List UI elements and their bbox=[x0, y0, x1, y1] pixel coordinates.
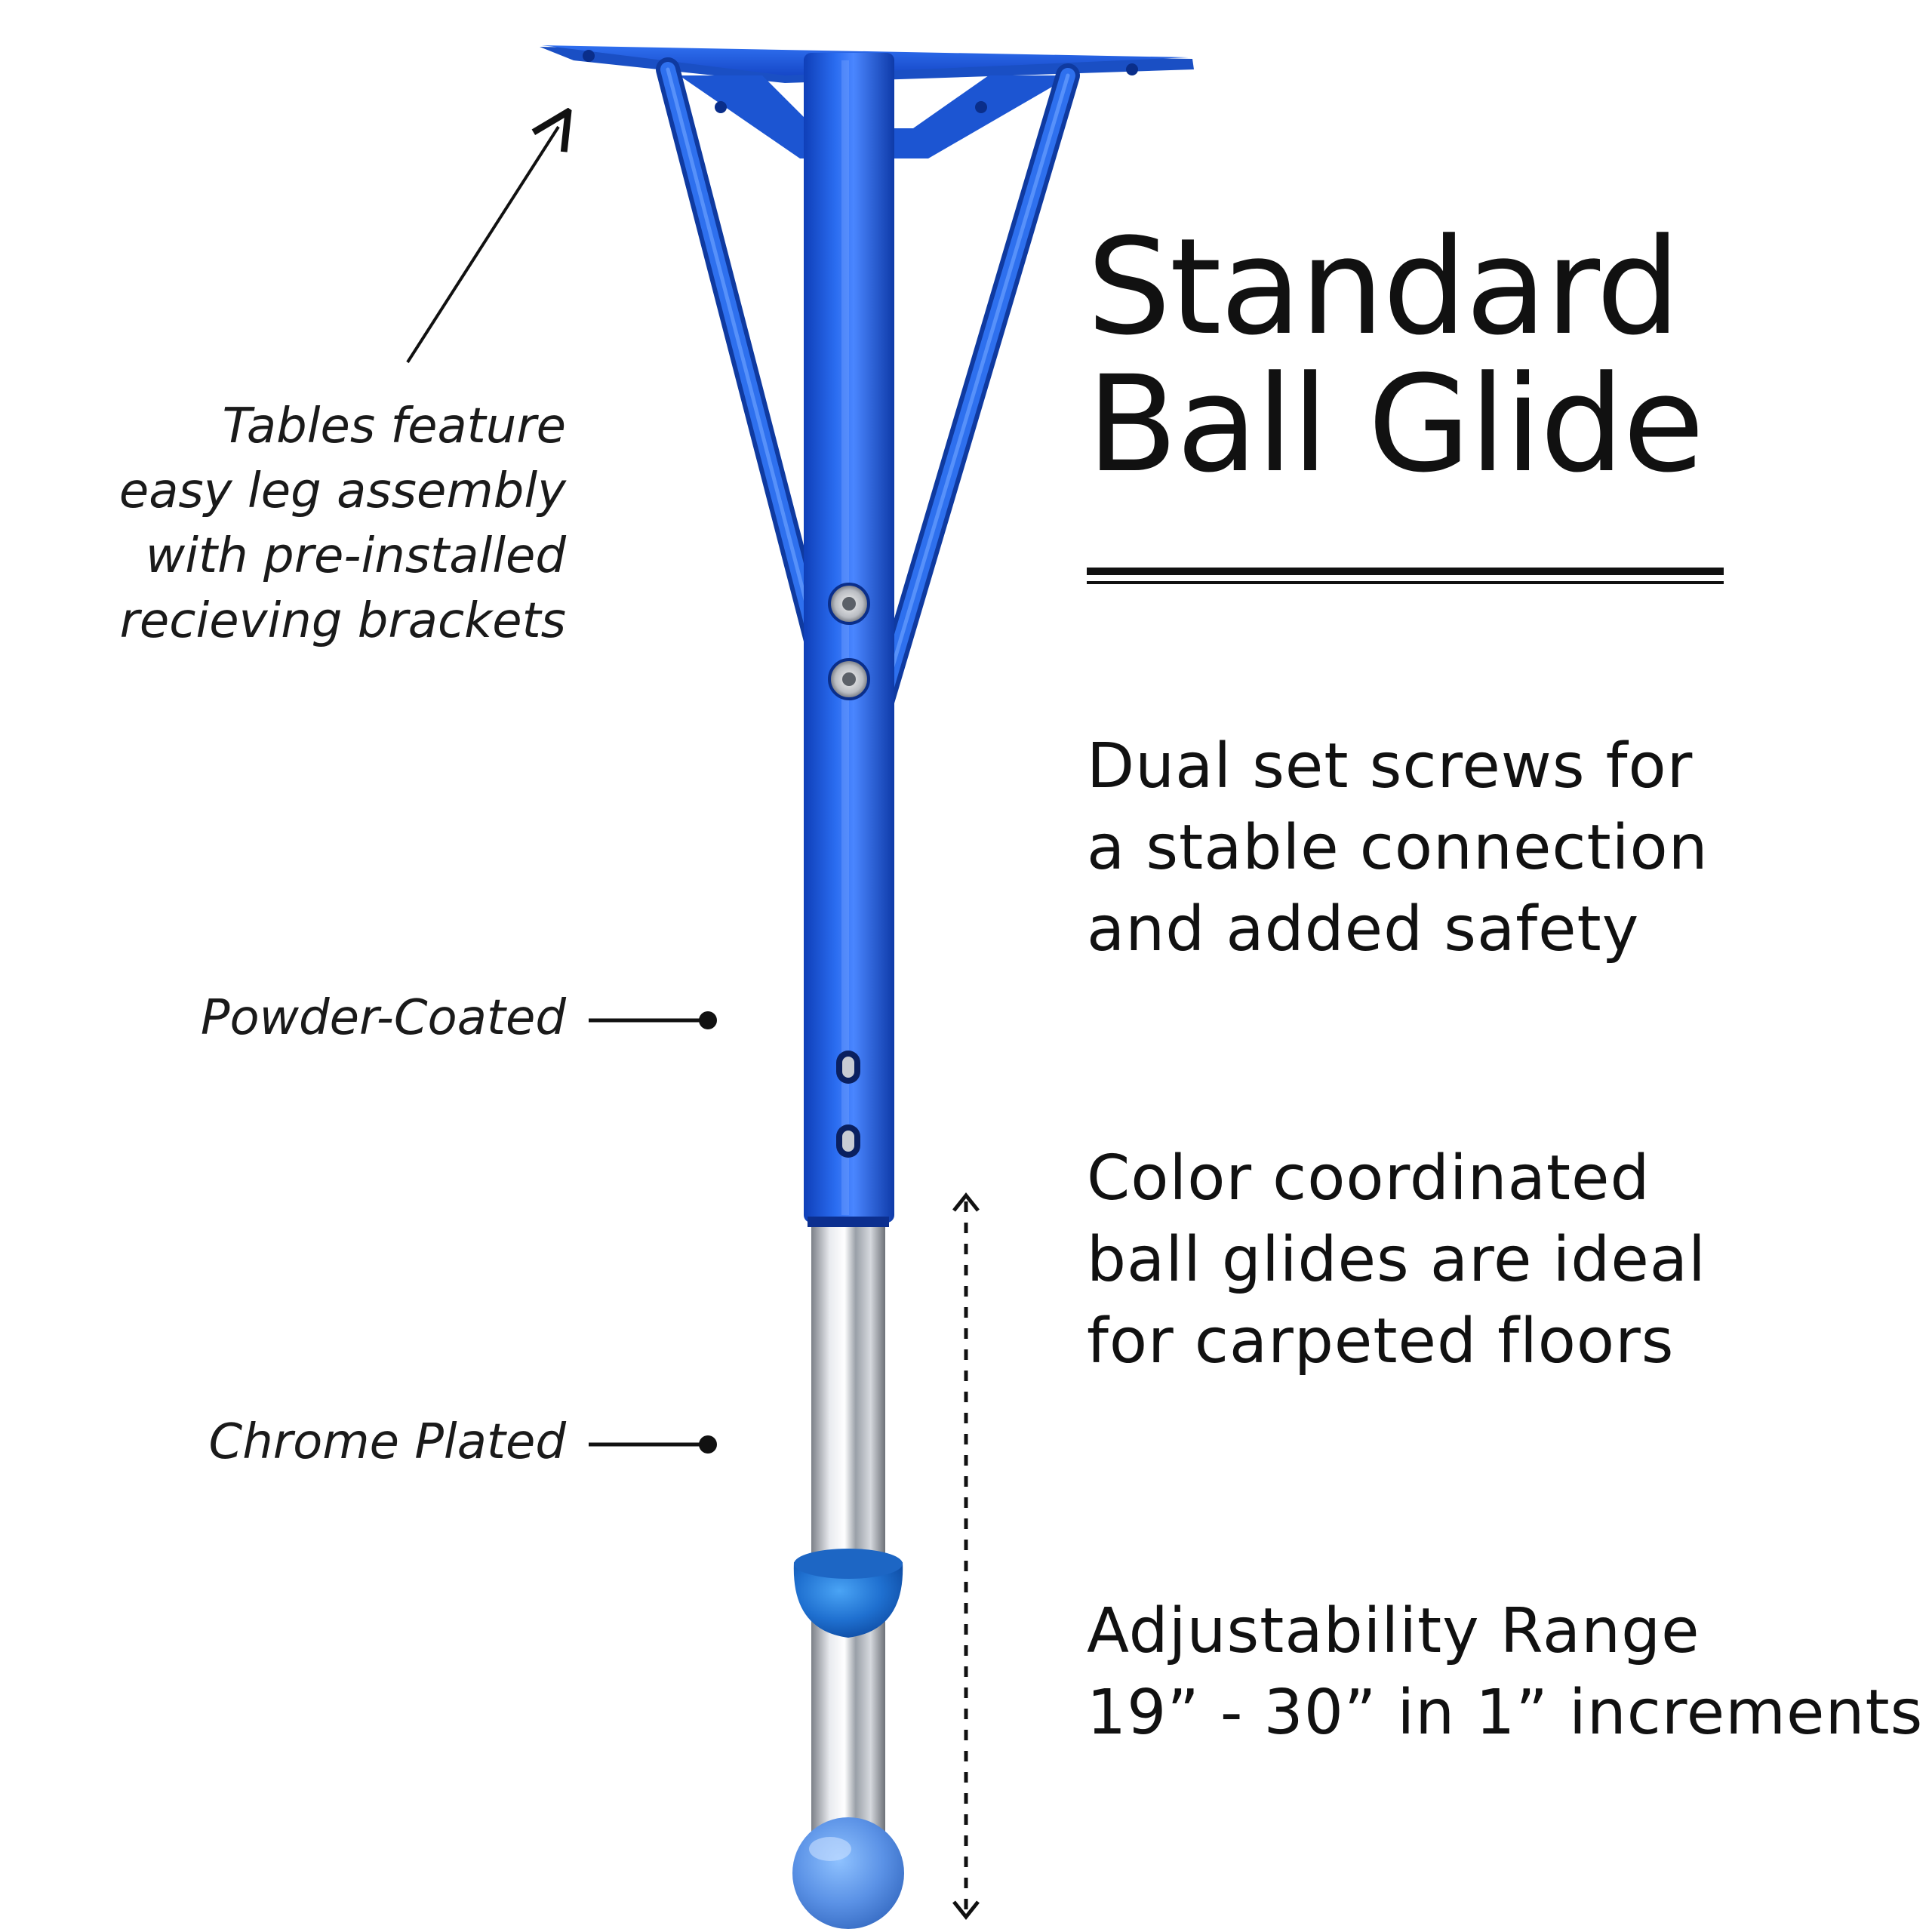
page-title: Standard Ball Glide bbox=[1087, 219, 1857, 494]
adjustability-dimension-arrow bbox=[952, 1192, 980, 1921]
feature-line: for carpeted floors bbox=[1087, 1306, 1675, 1377]
feature-line: Color coordinated bbox=[1087, 1143, 1651, 1214]
plate-hole-icon bbox=[715, 101, 727, 113]
chrome-plated-leader bbox=[589, 1435, 717, 1454]
feature-set-screws: Dual set screws for a stable connection … bbox=[1087, 726, 1887, 971]
ball-glide-upper bbox=[793, 1549, 903, 1638]
callout-line: with pre-installed bbox=[145, 528, 566, 584]
callout-powder-coated: Powder-Coated bbox=[200, 990, 566, 1046]
feature-adjustability: Adjustability Range 19” - 30” in 1” incr… bbox=[1087, 1591, 1924, 1754]
title-divider bbox=[1087, 568, 1724, 575]
feature-line: 19” - 30” in 1” increments bbox=[1087, 1677, 1924, 1749]
feature-ball-glides: Color coordinated ball glides are ideal … bbox=[1087, 1138, 1887, 1383]
callout-line: Tables feature bbox=[222, 398, 566, 454]
feature-line: and added safety bbox=[1087, 894, 1640, 965]
chrome-plated-tube bbox=[808, 1217, 889, 1870]
title-divider-thin bbox=[1087, 581, 1724, 584]
plate-hole-icon bbox=[583, 50, 595, 62]
adjustment-holes bbox=[836, 1051, 860, 1158]
plate-hole-icon bbox=[1126, 63, 1138, 75]
feature-line: Adjustability Range bbox=[1087, 1595, 1700, 1667]
feature-line: a stable connection bbox=[1087, 812, 1709, 884]
feature-line: ball glides are ideal bbox=[1087, 1224, 1706, 1296]
bracket-callout-arrow bbox=[406, 127, 558, 364]
title-line-2: Ball Glide bbox=[1087, 347, 1705, 502]
plate-hole-icon bbox=[975, 101, 987, 113]
title-line-1: Standard bbox=[1087, 210, 1681, 365]
callout-line: recieving brackets bbox=[119, 593, 566, 649]
callout-line: easy leg assembly bbox=[118, 463, 566, 519]
set-screws bbox=[828, 583, 870, 700]
callout-leg-assembly: Tables feature easy leg assembly with pr… bbox=[119, 394, 566, 654]
powder-coated-leader bbox=[589, 1011, 717, 1029]
ball-glide-foot bbox=[792, 1817, 904, 1929]
callout-chrome-plated: Chrome Plated bbox=[208, 1414, 566, 1470]
powder-coated-tube bbox=[804, 53, 894, 1223]
feature-line: Dual set screws for bbox=[1087, 731, 1694, 802]
